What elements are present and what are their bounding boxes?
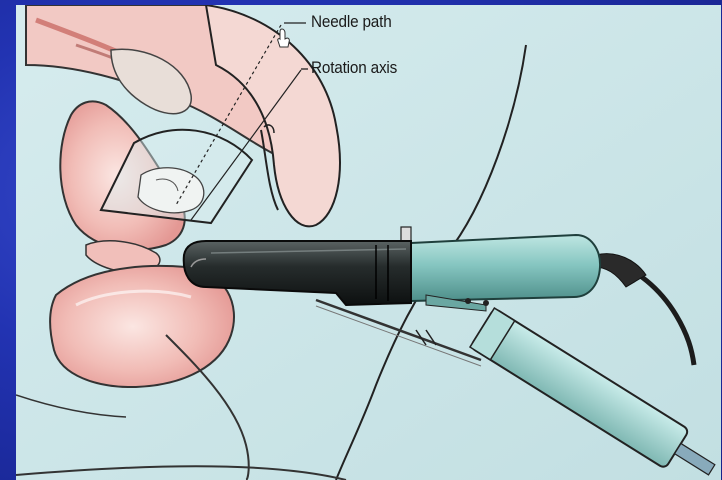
illustration-panel: Needle path Rotation axis [16, 5, 721, 480]
needle-path-label: Needle path [311, 12, 392, 32]
probe-screw-1 [465, 298, 471, 304]
probe-handle [411, 235, 600, 301]
probe-screw-2 [483, 300, 489, 306]
rotation-axis-label: Rotation axis [311, 58, 397, 78]
